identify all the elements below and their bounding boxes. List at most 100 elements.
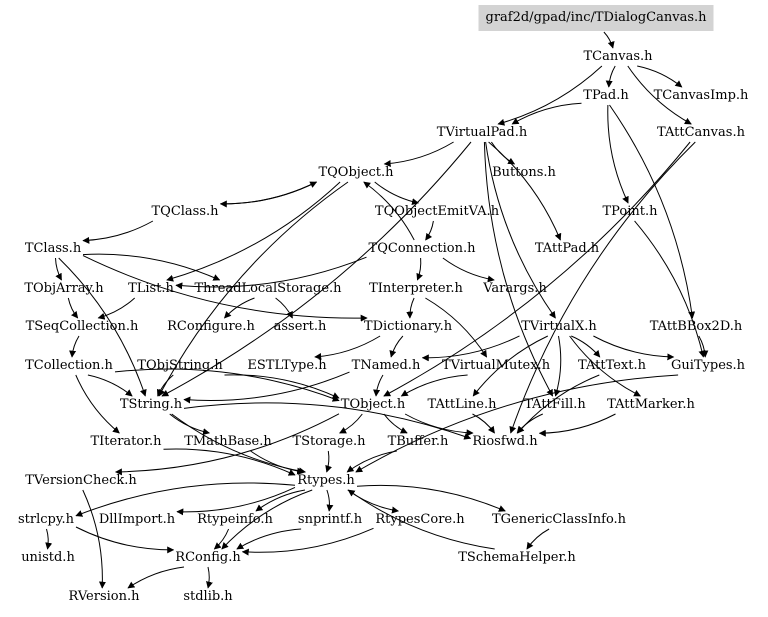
node-TPoint[interactable]: TPoint.h [602,204,658,219]
node-TDictionary[interactable]: TDictionary.h [363,319,453,334]
node-root[interactable]: graf2d/gpad/inc/TDialogCanvas.h [478,5,714,31]
edge-TInterpreter-to-TDictionary [406,297,415,319]
node-TPad[interactable]: TPad.h [583,88,629,103]
edge-TVirtualMutex-to-TObject [400,374,468,397]
node-GuiTypes[interactable]: GuiTypes.h [670,358,746,373]
node-TClass[interactable]: TClass.h [24,241,82,256]
edge-TQObject-to-TQClass [219,181,317,208]
node-TQConnection[interactable]: TQConnection.h [368,241,476,256]
node-TCanvas[interactable]: TCanvas.h [583,49,653,64]
node-TVirtualMutex[interactable]: TVirtualMutex.h [441,358,551,373]
edge-TCollection-to-TString [87,374,133,397]
node-TObject[interactable]: TObject.h [340,397,406,412]
edge-TCanvas-to-TVirtualPad [497,65,603,126]
node-TMathBase[interactable]: TMathBase.h [184,434,272,449]
edge-TNamed-to-TObject [373,374,384,397]
node-strlcpy[interactable]: strlcpy.h [18,512,74,527]
node-DllImport[interactable]: DllImport.h [98,512,176,527]
edge-TCollection-to-TObject [114,368,340,402]
node-ESTLType[interactable]: ESTLType.h [247,358,327,373]
edge-TQObjectEmitVA-to-TQConnection [425,220,434,241]
edge-TObject-to-Riosfwd [404,413,474,437]
edge-root-to-TCanvas [603,31,615,49]
node-TAttLine[interactable]: TAttLine.h [427,397,497,412]
node-TAttPad[interactable]: TAttPad.h [534,241,600,256]
node-TCanvasImp[interactable]: TCanvasImp.h [653,88,749,103]
node-RConfig[interactable]: RConfig.h [175,550,241,565]
node-assert[interactable]: assert.h [273,319,327,334]
node-Rtypeinfo[interactable]: Rtypeinfo.h [197,512,273,527]
edge-Rtypeinfo-to-RConfig [213,528,230,550]
edge-TVirtualPad-to-TQObject [383,141,454,168]
edge-TVirtualPad-to-Buttons [490,141,516,165]
edge-TQObject-to-TQObjectEmitVA [374,181,419,206]
node-TObjArray[interactable]: TObjArray.h [24,281,104,296]
edge-TPad-to-TPoint [607,104,629,204]
node-TSeqCollection[interactable]: TSeqCollection.h [25,319,139,334]
edge-TVirtualPad-to-TString [161,141,472,397]
node-TStorage[interactable]: TStorage.h [292,434,366,449]
node-TList[interactable]: TList.h [128,281,174,296]
edge-TObject-to-TVersionCheck [114,413,340,476]
node-TQClass[interactable]: TQClass.h [151,204,219,219]
node-TGenericClassInfo[interactable]: TGenericClassInfo.h [491,512,627,527]
edge-TInterpreter-to-TVirtualMutex [425,297,488,358]
edge-TCollection-to-TIterator [75,374,120,434]
node-TQObject[interactable]: TQObject.h [318,165,394,180]
node-TAttFill[interactable]: TAttFill.h [524,397,586,412]
edge-TMathBase-to-Rtypes [250,450,305,475]
edge-strlcpy-to-unistd [45,528,53,550]
edge-TVirtualPad-to-TAttPad [488,141,562,241]
edge-TObject-to-TBuffer [383,413,408,434]
node-TVersionCheck[interactable]: TVersionCheck.h [25,473,137,488]
node-TCollection[interactable]: TCollection.h [25,358,113,373]
node-snprintf[interactable]: snprintf.h [297,512,363,527]
node-TAttText[interactable]: TAttText.h [578,358,646,373]
edge-TQConnection-to-Varargs [442,257,495,283]
edge-TStorage-to-Rtypes [325,450,332,473]
edge-TQObject-to-TString [158,181,349,397]
node-TString[interactable]: TString.h [119,397,183,412]
node-TVirtualPad[interactable]: TVirtualPad.h [436,125,528,140]
node-TQObjectEmitVA[interactable]: TQObjectEmitVA.h [374,204,500,219]
node-Riosfwd[interactable]: Riosfwd.h [472,434,538,449]
edge-TQConnection-to-TList [175,256,367,290]
node-Buttons[interactable]: Buttons.h [492,165,556,180]
node-TIterator[interactable]: TIterator.h [90,434,162,449]
edge-TVirtualX-to-TAttFill [553,335,562,397]
node-RVersion[interactable]: RVersion.h [68,589,140,604]
edge-Rtypes-to-DllImport [176,486,296,516]
node-TInterpreter[interactable]: TInterpreter.h [369,281,463,296]
edge-TClass-to-TDictionary [82,255,368,322]
edge-TVirtualX-to-TAttMarker [569,335,642,397]
node-RConfigure[interactable]: RConfigure.h [167,319,255,334]
edge-TVirtualPad-to-TAttFill [483,141,554,397]
edge-TIterator-to-Rtypes [163,448,296,476]
node-TVirtualX[interactable]: TVirtualX.h [521,319,597,334]
edge-Rtypes-to-TGenericClassInfo [356,484,506,512]
edge-TCanvas-to-TPad [605,65,616,88]
node-TObjString[interactable]: TObjString.h [137,358,223,373]
edge-Rtypes-to-RConfig [221,489,313,550]
node-TBuffer[interactable]: TBuffer.h [387,434,449,449]
node-unistd[interactable]: unistd.h [21,550,75,565]
node-TAttMarker[interactable]: TAttMarker.h [607,397,695,412]
edge-TBuffer-to-Rtypes [346,450,397,473]
node-TAttCanvas[interactable]: TAttCanvas.h [657,125,745,140]
edge-TVirtualX-to-GuiTypes [593,335,675,361]
node-TSchemaHelper[interactable]: TSchemaHelper.h [458,550,576,565]
edge-TVirtualPad-to-TVirtualX [485,141,556,319]
node-Varargs[interactable]: Varargs.h [483,281,547,296]
node-ThreadLocalStorage[interactable]: ThreadLocalStorage.h [194,281,342,296]
edge-TAttCanvas-to-Riosfwd [509,141,696,434]
edge-RConfig-to-stdlib [206,566,213,589]
node-RtypesCore[interactable]: RtypesCore.h [375,512,465,527]
edge-TObjString-to-TObject [224,374,340,399]
node-TAttBBox2D[interactable]: TAttBBox2D.h [649,319,743,334]
edge-strlcpy-to-RConfig [75,526,175,554]
node-TNamed[interactable]: TNamed.h [351,358,421,373]
node-Rtypes[interactable]: Rtypes.h [297,473,355,488]
edge-TDictionary-to-ESTLType [314,335,381,361]
node-stdlib[interactable]: stdlib.h [183,589,233,604]
